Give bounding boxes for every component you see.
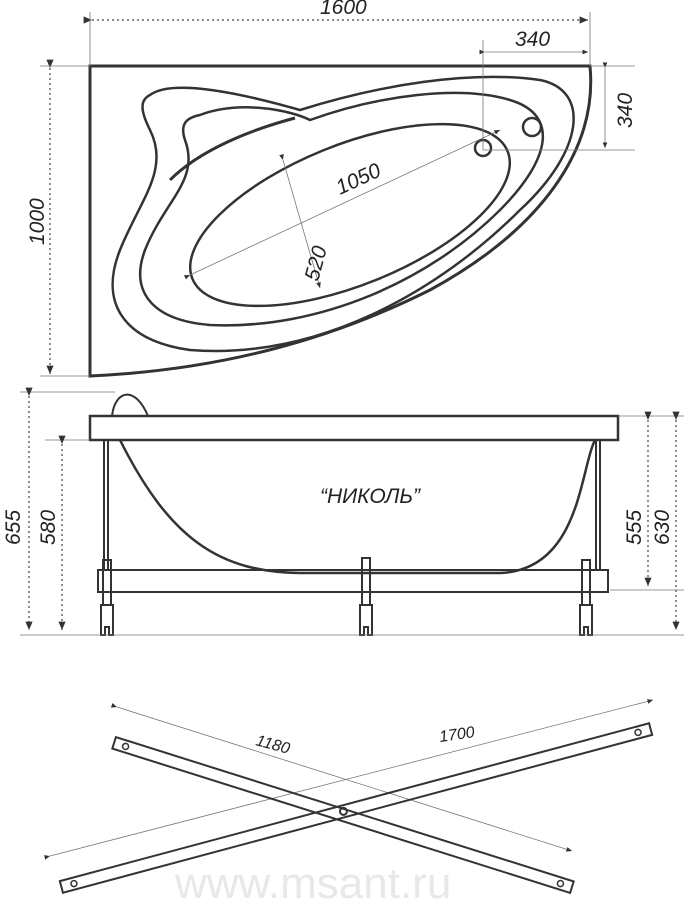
dim-rim-height: 580 <box>37 510 60 545</box>
dim-long-bar: 1700 <box>438 724 476 746</box>
frame-bars: 1180 1700 <box>43 699 654 895</box>
dim-inner-width: 520 <box>301 243 332 283</box>
drain-icon <box>521 116 543 138</box>
dim-width: 1600 <box>320 0 367 19</box>
dim-frame-inner: 555 <box>623 510 646 545</box>
short-bar <box>111 735 575 895</box>
side-view: 655 580 555 630 “НИКОЛЬ” <box>2 387 684 636</box>
watermark: www.msant.ru <box>174 859 451 900</box>
dim-drain-y: 340 <box>614 93 637 128</box>
dim-inner-length: 1050 <box>332 159 384 200</box>
dim-drain-x: 340 <box>515 28 550 51</box>
dim-frame-outer: 630 <box>651 510 674 545</box>
long-bar <box>58 722 654 894</box>
dim-short-bar: 1180 <box>254 732 292 757</box>
dim-depth: 1000 <box>26 198 49 245</box>
top-view: 1600 340 340 1000 1050 520 <box>26 0 637 378</box>
dim-total-height: 655 <box>2 510 25 545</box>
model-name: “НИКОЛЬ” <box>320 485 421 508</box>
